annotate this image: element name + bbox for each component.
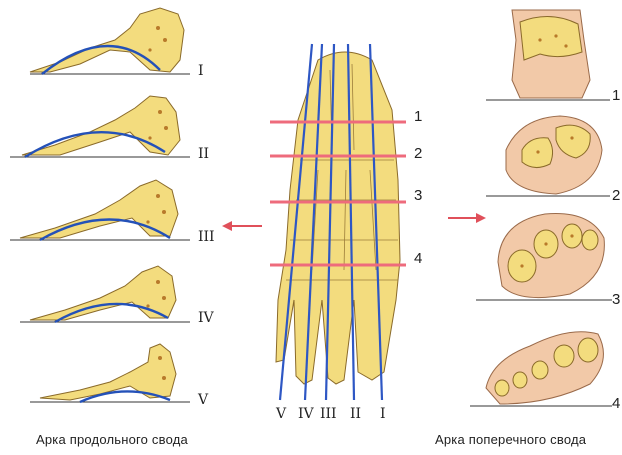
- longitudinal-label: II: [198, 146, 209, 162]
- longitudinal-arch-row: [30, 8, 190, 74]
- longitudinal-label: V: [197, 392, 209, 408]
- left-arrow: [222, 221, 262, 231]
- longitudinal-arch-row: [10, 180, 190, 240]
- transverse-arch-panel: 1 2 3 4: [470, 10, 620, 412]
- right-arrow: [448, 213, 486, 223]
- foot-ray-label: IV: [298, 406, 315, 422]
- transverse-section: [486, 116, 610, 196]
- transverse-label: 3: [612, 291, 620, 308]
- longitudinal-label: III: [198, 229, 215, 245]
- longitudinal-label: I: [198, 63, 204, 79]
- transverse-arch-caption: Арка поперечного свода: [435, 432, 586, 447]
- transverse-label: 4: [612, 395, 620, 412]
- section-line-label: 3: [414, 187, 422, 204]
- foot-ray-label: II: [350, 406, 361, 422]
- longitudinal-arch-row: [10, 96, 190, 157]
- transverse-label: 2: [612, 187, 620, 204]
- section-line-label: 2: [414, 145, 422, 162]
- longitudinal-arch-panel: I II III IV V: [10, 8, 215, 408]
- section-line-label: 1: [414, 108, 422, 125]
- longitudinal-arch-caption: Арка продольного свода: [36, 432, 188, 447]
- foot-ray-label: III: [320, 406, 337, 422]
- transverse-section: [476, 214, 612, 301]
- transverse-section: [470, 332, 612, 406]
- foot-ray-label: I: [380, 406, 386, 422]
- section-line-label: 4: [414, 250, 422, 267]
- longitudinal-label: IV: [198, 310, 215, 326]
- foot-skeleton: [276, 52, 400, 384]
- transverse-label: 1: [612, 87, 620, 104]
- foot-ray-label: V: [275, 406, 287, 422]
- longitudinal-arch-row: [30, 344, 190, 402]
- longitudinal-arch-row: [20, 266, 190, 322]
- transverse-section: [486, 10, 610, 100]
